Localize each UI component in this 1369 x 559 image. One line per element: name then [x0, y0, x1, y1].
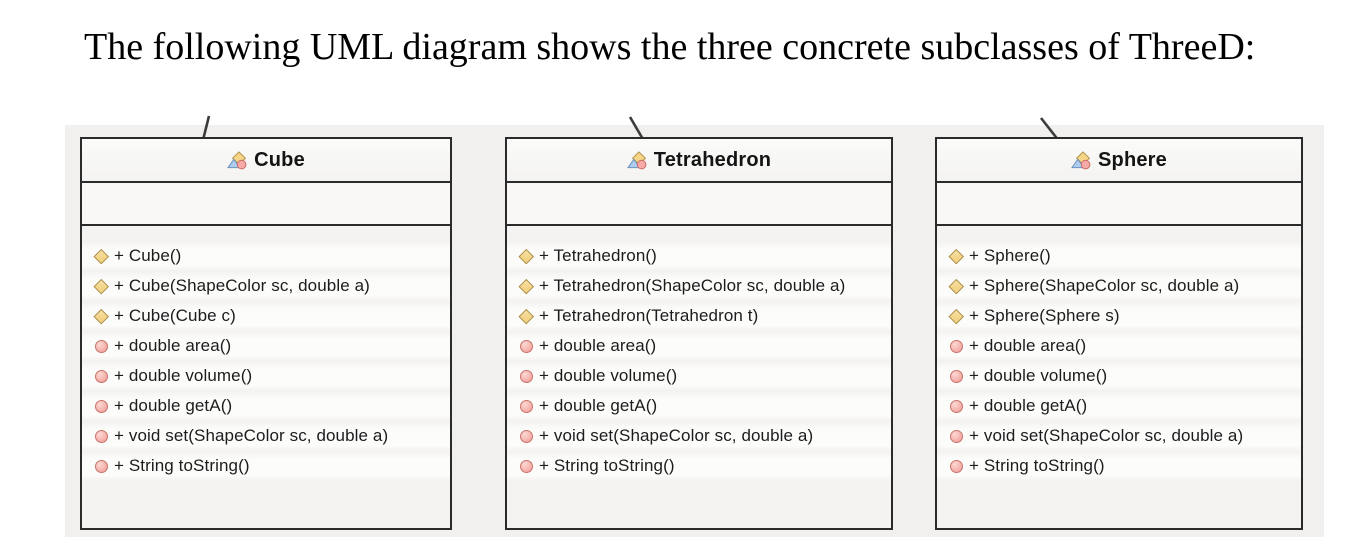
member-row: + double area()	[82, 331, 450, 361]
member-label: + double volume()	[114, 366, 253, 385]
member-label: + void set(ShapeColor sc, double a)	[539, 426, 814, 445]
method-icon	[949, 369, 964, 384]
member-label: + double getA()	[539, 396, 658, 415]
member-row: + Sphere(ShapeColor sc, double a)	[937, 271, 1301, 301]
method-icon	[519, 429, 534, 444]
method-icon	[949, 459, 964, 474]
member-row: + double volume()	[82, 361, 450, 391]
method-icon	[519, 339, 534, 354]
class-header: Cube	[82, 139, 450, 183]
member-row: + double getA()	[82, 391, 450, 421]
constructor-icon	[519, 279, 534, 294]
methods-compartment: + Tetrahedron() + Tetrahedron(ShapeColor …	[507, 226, 891, 528]
member-label: + Sphere(ShapeColor sc, double a)	[969, 276, 1240, 295]
uml-class-icon	[1071, 150, 1092, 170]
member-label: + Tetrahedron(Tetrahedron t)	[539, 306, 759, 325]
constructor-icon	[949, 249, 964, 264]
member-row: + double area()	[507, 331, 891, 361]
uml-class-box-sphere: Sphere + Sphere() + Sphere(ShapeColor sc,…	[935, 137, 1303, 530]
uml-class-icon	[626, 150, 648, 170]
member-row: + String toString()	[507, 451, 891, 481]
fields-compartment	[82, 183, 450, 226]
method-icon	[949, 339, 964, 354]
member-row: + double getA()	[937, 391, 1301, 421]
member-row: + Cube(ShapeColor sc, double a)	[82, 271, 450, 301]
member-label: + double getA()	[969, 396, 1088, 415]
member-row: + Cube()	[82, 241, 450, 271]
method-icon	[949, 399, 964, 414]
constructor-icon	[94, 279, 109, 294]
methods-compartment: + Sphere() + Sphere(ShapeColor sc, double…	[937, 226, 1301, 528]
member-label: + Cube(Cube c)	[114, 306, 236, 325]
member-row: + double volume()	[937, 361, 1301, 391]
member-label: + Tetrahedron()	[539, 246, 657, 265]
class-name: Sphere	[1097, 148, 1167, 171]
member-row: + void set(ShapeColor sc, double a)	[507, 421, 891, 451]
uml-class-icon	[227, 150, 248, 170]
method-icon	[949, 429, 964, 444]
method-icon	[519, 369, 534, 384]
constructor-icon	[519, 249, 534, 264]
member-label: + String toString()	[539, 456, 675, 475]
member-label: + double area()	[969, 336, 1087, 355]
member-label: + String toString()	[969, 456, 1105, 475]
method-icon	[94, 399, 109, 414]
member-label: + Cube(ShapeColor sc, double a)	[114, 276, 370, 295]
member-row: + void set(ShapeColor sc, double a)	[82, 421, 450, 451]
method-icon	[94, 369, 109, 384]
page-title: The following UML diagram shows the thre…	[84, 26, 1256, 68]
constructor-icon	[949, 279, 964, 294]
fields-compartment	[937, 183, 1301, 226]
member-label: + double volume()	[969, 366, 1108, 385]
member-label: + double area()	[539, 336, 657, 355]
member-row: + String toString()	[82, 451, 450, 481]
constructor-icon	[949, 309, 964, 324]
member-label: + String toString()	[114, 456, 250, 475]
constructor-icon	[94, 309, 109, 324]
member-row: + Sphere()	[937, 241, 1301, 271]
member-row: + double volume()	[507, 361, 891, 391]
member-row: + Sphere(Sphere s)	[937, 301, 1301, 331]
member-row: + Cube(Cube c)	[82, 301, 450, 331]
member-label: + Sphere(Sphere s)	[969, 306, 1120, 325]
member-label: + void set(ShapeColor sc, double a)	[969, 426, 1244, 445]
member-label: + Tetrahedron(ShapeColor sc, double a)	[539, 276, 846, 295]
member-row: + double getA()	[507, 391, 891, 421]
member-row: + void set(ShapeColor sc, double a)	[937, 421, 1301, 451]
uml-class-box-cube: Cube + Cube() + Cube(ShapeColor sc, doubl…	[80, 137, 452, 530]
member-row: + Tetrahedron()	[507, 241, 891, 271]
class-name: Tetrahedron	[653, 148, 772, 171]
member-row: + Tetrahedron(Tetrahedron t)	[507, 301, 891, 331]
uml-class-box-tetrahedron: Tetrahedron + Tetrahedron()+ Tetrahedron…	[505, 137, 893, 530]
fields-compartment	[507, 183, 891, 226]
method-icon	[94, 459, 109, 474]
classes-layer: Cube + Cube() + Cube(ShapeColor sc, doubl…	[65, 125, 1324, 537]
member-label: + Sphere()	[969, 246, 1051, 265]
method-icon	[94, 339, 109, 354]
class-name: Cube	[254, 148, 305, 171]
member-label: + double volume()	[539, 366, 678, 385]
member-row: + double area()	[937, 331, 1301, 361]
methods-compartment: + Cube() + Cube(ShapeColor sc, double a) +…	[82, 226, 450, 528]
method-icon	[519, 399, 534, 414]
method-icon	[519, 459, 534, 474]
class-header: Sphere	[937, 139, 1301, 183]
class-header: Tetrahedron	[507, 139, 891, 183]
member-row: + Tetrahedron(ShapeColor sc, double a)	[507, 271, 891, 301]
constructor-icon	[519, 309, 534, 324]
member-label: + double area()	[114, 336, 232, 355]
method-icon	[94, 429, 109, 444]
member-label: + Cube()	[114, 246, 182, 265]
member-label: + double getA()	[114, 396, 233, 415]
member-label: + void set(ShapeColor sc, double a)	[114, 426, 389, 445]
member-row: + String toString()	[937, 451, 1301, 481]
constructor-icon	[94, 249, 109, 264]
